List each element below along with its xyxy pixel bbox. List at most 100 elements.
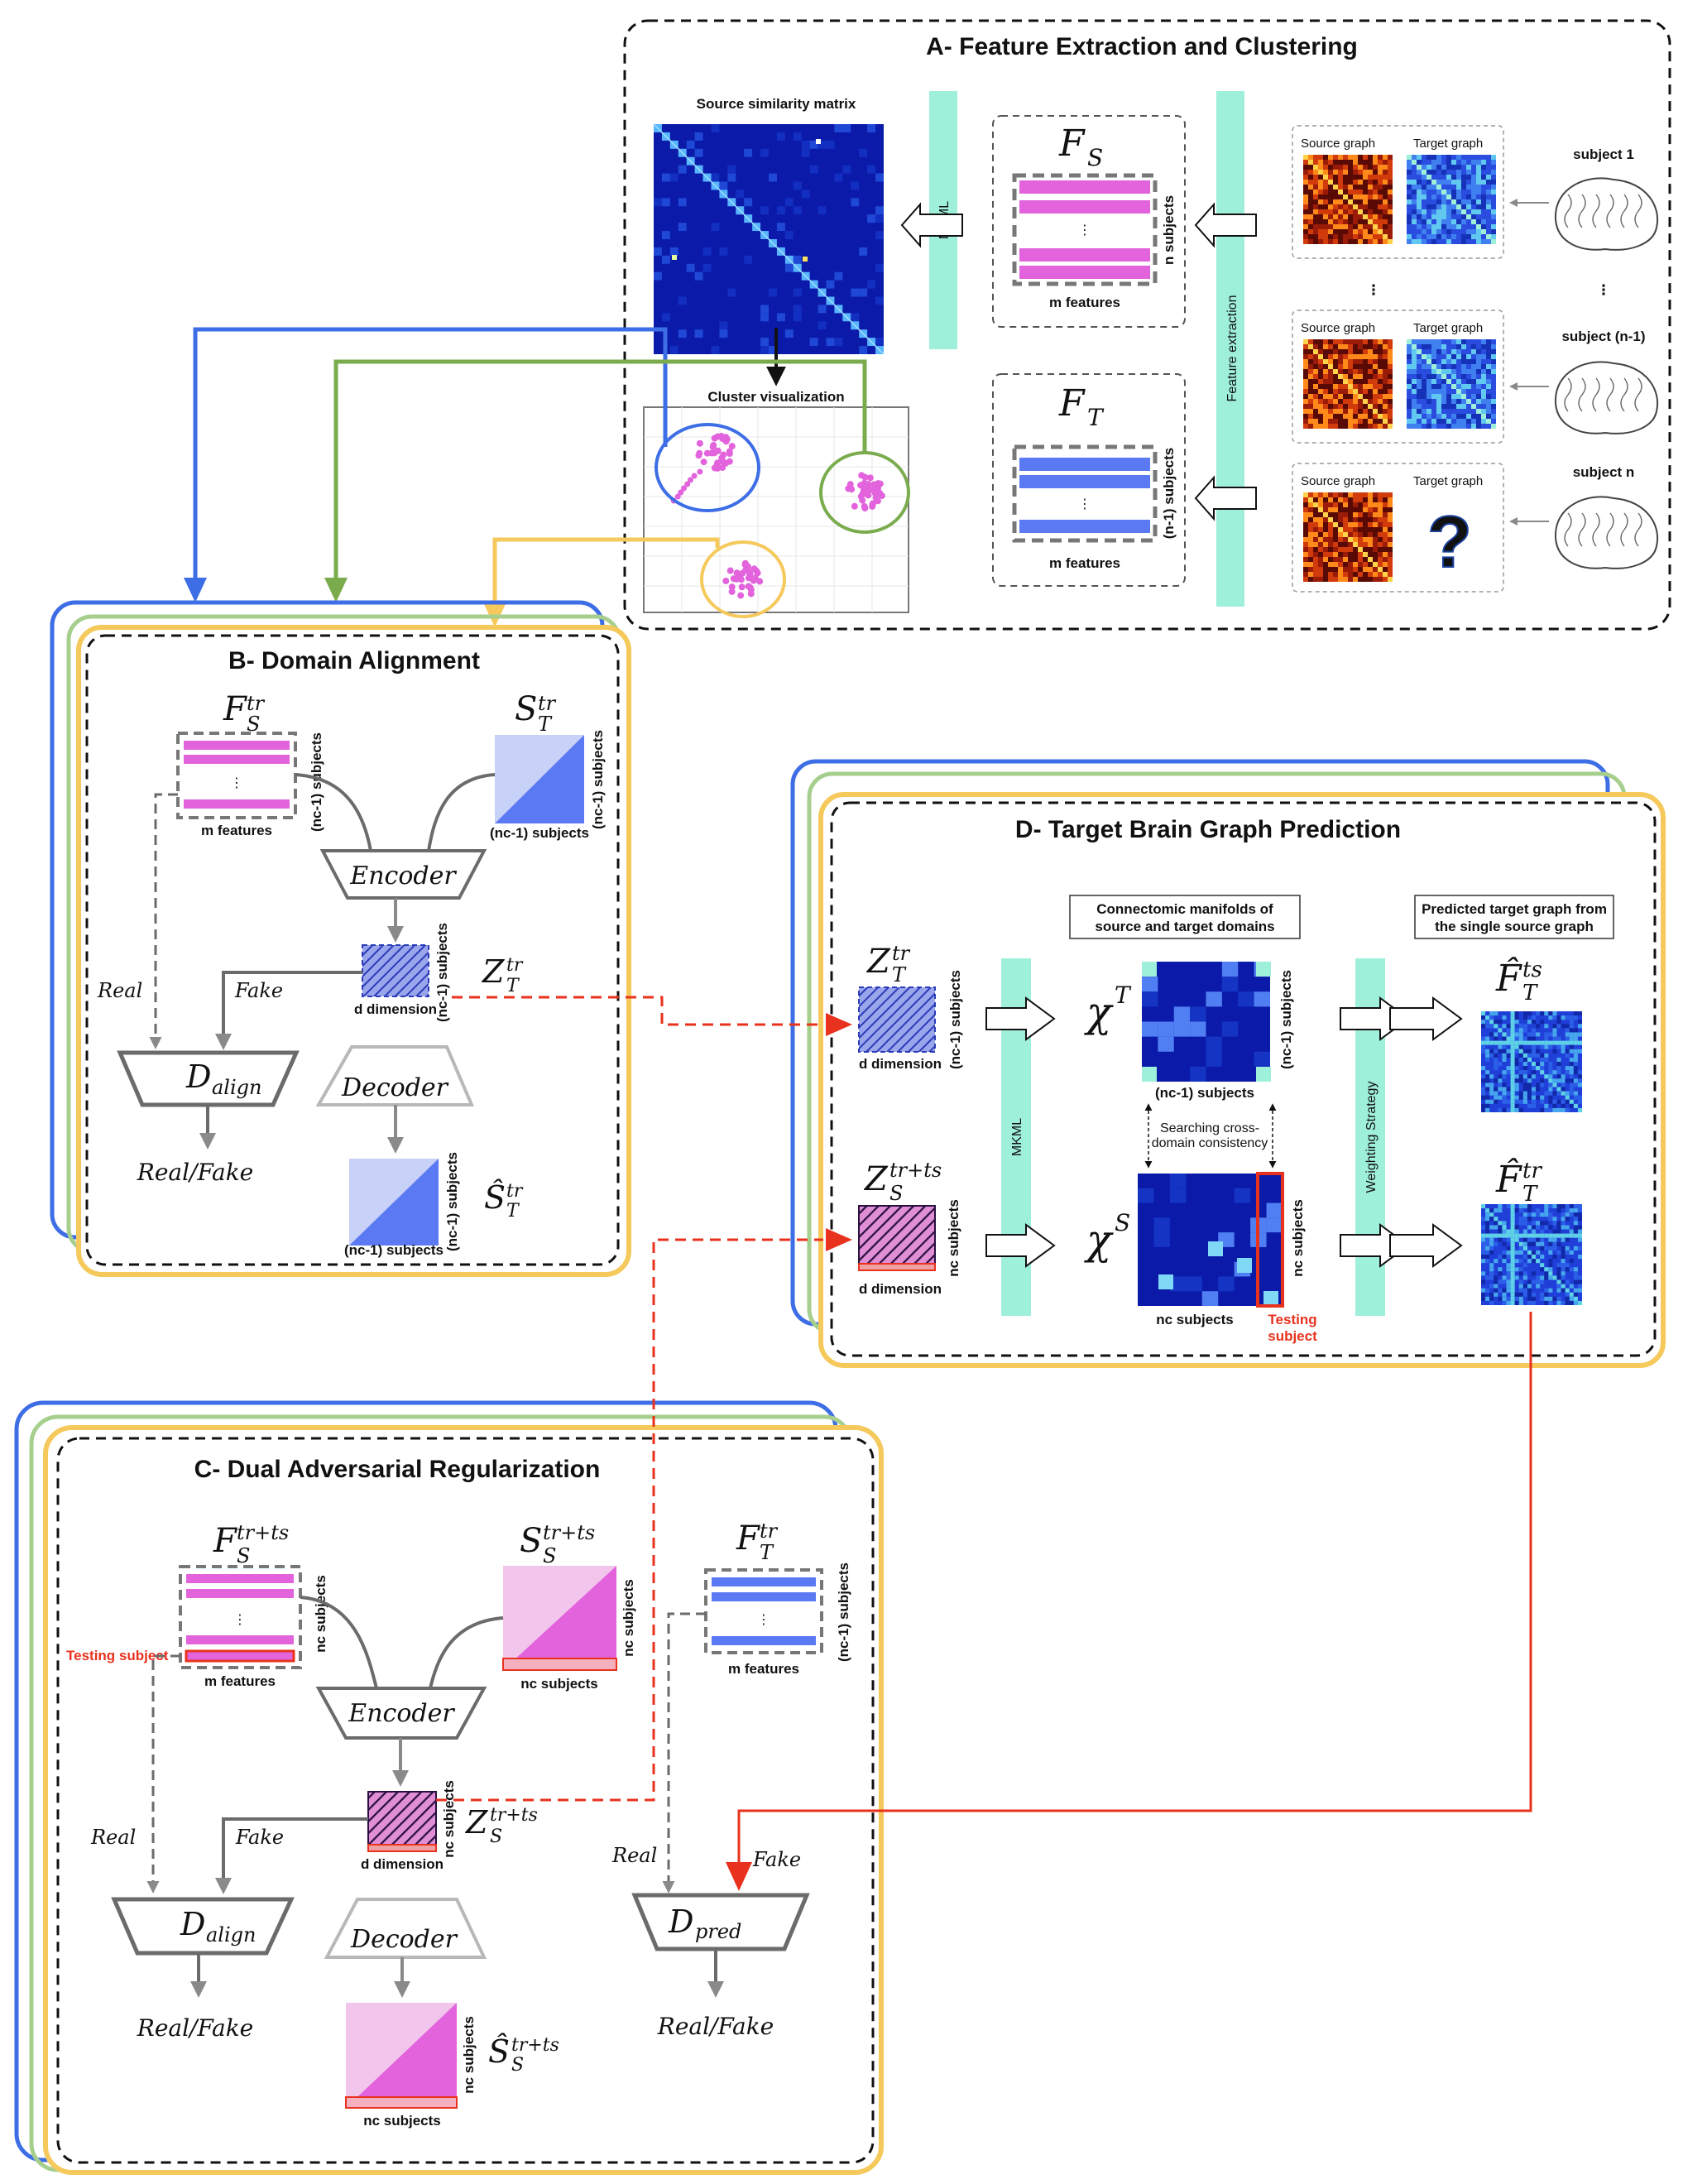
target-heatmap-cell	[1426, 339, 1431, 344]
fhat-tr-cell	[1489, 1225, 1494, 1230]
target-heatmap-cell	[1471, 209, 1476, 214]
target-heatmap-cell	[1481, 175, 1486, 180]
fhat-ts-cell	[1485, 1049, 1490, 1054]
target-heatmap-cell	[1417, 155, 1422, 160]
fhat-tr-cell	[1510, 1296, 1515, 1301]
c-fs-sub: S	[237, 1544, 250, 1567]
source-heatmap-cell	[1388, 224, 1393, 229]
source-heatmap-cell	[1323, 492, 1328, 497]
fhat-tr-cell	[1556, 1300, 1561, 1305]
fhat-tr-cell	[1518, 1233, 1523, 1238]
source-graph-label: Source graph	[1301, 321, 1375, 335]
source-heatmap-cell	[1363, 384, 1368, 389]
cluster-plot-frame	[643, 406, 909, 613]
target-heatmap-cell	[1451, 369, 1456, 374]
source-heatmap-cell	[1313, 185, 1318, 190]
target-heatmap-cell	[1481, 369, 1486, 374]
target-heatmap-cell	[1422, 389, 1426, 394]
target-heatmap-cell	[1486, 369, 1491, 374]
fhat-tr-cell	[1544, 1233, 1549, 1238]
sim-matrix-cell	[826, 338, 835, 347]
source-heatmap-cell	[1348, 199, 1353, 204]
source-heatmap-cell	[1348, 567, 1353, 572]
target-heatmap-cell	[1466, 229, 1471, 234]
cluster-point	[846, 481, 854, 488]
target-heatmap-cell	[1491, 344, 1496, 349]
source-heatmap-cell	[1333, 170, 1338, 175]
source-heatmap-cell	[1308, 527, 1313, 532]
c-pred-real-fake: Real/Fake	[657, 2013, 774, 2040]
source-heatmap-cell	[1358, 542, 1363, 547]
fhat-tr-cell	[1514, 1259, 1519, 1264]
source-heatmap-cell	[1353, 527, 1358, 532]
source-heatmap-cell	[1388, 532, 1393, 537]
source-heatmap-cell	[1318, 180, 1323, 185]
source-heatmap-cell	[1308, 419, 1313, 424]
source-heatmap-cell	[1328, 224, 1333, 229]
b-d-dimension: d dimension	[354, 1001, 437, 1017]
target-heatmap-cell	[1486, 379, 1491, 384]
target-heatmap-cell	[1486, 409, 1491, 414]
chi-t-cell	[1254, 991, 1270, 1007]
brain-fold	[1634, 377, 1642, 412]
ft-row	[1019, 475, 1150, 488]
source-heatmap-cell	[1348, 224, 1353, 229]
target-heatmap-cell	[1476, 199, 1481, 204]
fhat-ts-cell	[1565, 1049, 1570, 1054]
source-heatmap-cell	[1358, 165, 1363, 170]
source-heatmap-cell	[1318, 165, 1323, 170]
fhat-ts-cell	[1548, 1015, 1553, 1020]
c-z-testing-row	[367, 1844, 437, 1852]
fhat-ts-cell	[1494, 1011, 1498, 1016]
source-heatmap-cell	[1328, 344, 1333, 349]
source-heatmap-cell	[1338, 209, 1343, 214]
fhat-tr-cell	[1506, 1204, 1511, 1209]
source-heatmap-cell	[1308, 414, 1313, 419]
source-heatmap-cell	[1368, 194, 1373, 199]
source-heatmap-cell	[1383, 204, 1388, 209]
c-fake-line	[215, 1817, 368, 1894]
source-heatmap-cell	[1323, 209, 1328, 214]
target-heatmap-cell	[1417, 234, 1422, 239]
fhat-tr-cell	[1494, 1279, 1498, 1284]
brain-fold	[1592, 512, 1600, 547]
target-heatmap-cell	[1446, 404, 1451, 409]
source-heatmap-cell	[1363, 175, 1368, 180]
red-connectors	[436, 996, 1532, 1891]
sim-matrix-cell	[669, 346, 678, 354]
source-heatmap-cell	[1333, 547, 1338, 552]
sim-matrix-cell	[859, 148, 868, 157]
fhat-ts-cell	[1540, 1095, 1545, 1100]
source-heatmap-cell	[1383, 527, 1388, 532]
target-heatmap-cell	[1417, 190, 1422, 194]
target-heatmap-cell	[1471, 394, 1476, 399]
target-heatmap-cell	[1431, 229, 1436, 234]
target-heatmap-cell	[1491, 414, 1496, 419]
fhat-tr-cell	[1556, 1221, 1561, 1226]
fhat-tr-cell	[1561, 1271, 1566, 1276]
target-heatmap-cell	[1441, 389, 1446, 394]
d-hollow-arrow-2	[985, 1223, 1056, 1268]
target-heatmap-cell	[1466, 170, 1471, 175]
fhat-ts-cell	[1561, 1078, 1566, 1083]
fhat-tr-cell	[1498, 1271, 1503, 1276]
source-heatmap-cell	[1313, 527, 1318, 532]
chi-t-cell	[1221, 1021, 1239, 1037]
fhat-tr-cell	[1489, 1250, 1494, 1255]
source-heatmap-cell	[1328, 527, 1333, 532]
fhat-ts-cell	[1498, 1107, 1503, 1112]
target-heatmap-cell	[1407, 234, 1412, 239]
target-heatmap-cell	[1471, 404, 1476, 409]
w-hollow-arrow-1	[1389, 996, 1463, 1041]
cluster-circle-blue	[654, 423, 760, 512]
target-heatmap-cell	[1466, 175, 1471, 180]
sim-matrix-cell	[769, 346, 777, 354]
chi-s-cell	[1138, 1188, 1154, 1203]
fhat-ts-cell	[1506, 1070, 1511, 1075]
fhat-tr-cell	[1510, 1259, 1515, 1264]
fhat-tr-cell	[1527, 1279, 1532, 1284]
b-st-nc1-bottom: (nc-1) subjects	[490, 825, 589, 841]
source-heatmap-cell	[1313, 532, 1318, 537]
fhat-ts-cell	[1510, 1020, 1515, 1025]
target-heatmap-cell	[1426, 364, 1431, 369]
